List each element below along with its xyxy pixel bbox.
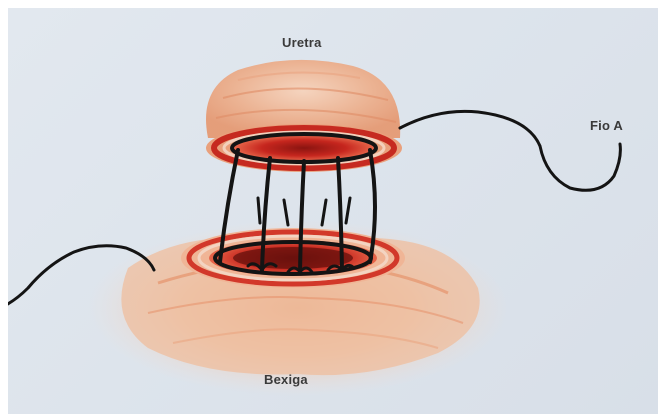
suture-strand (346, 198, 350, 223)
suture-wire-a (400, 111, 620, 190)
drawing-paper: Uretra Fio A Bexiga (8, 8, 658, 414)
suture-strand (370, 150, 375, 262)
suture-strand (258, 198, 260, 223)
anastomosis-illustration (8, 8, 658, 414)
bladder-label: Bexiga (264, 372, 308, 387)
suture-wire-label: Fio A (590, 118, 623, 133)
urethra-label: Uretra (282, 35, 322, 50)
